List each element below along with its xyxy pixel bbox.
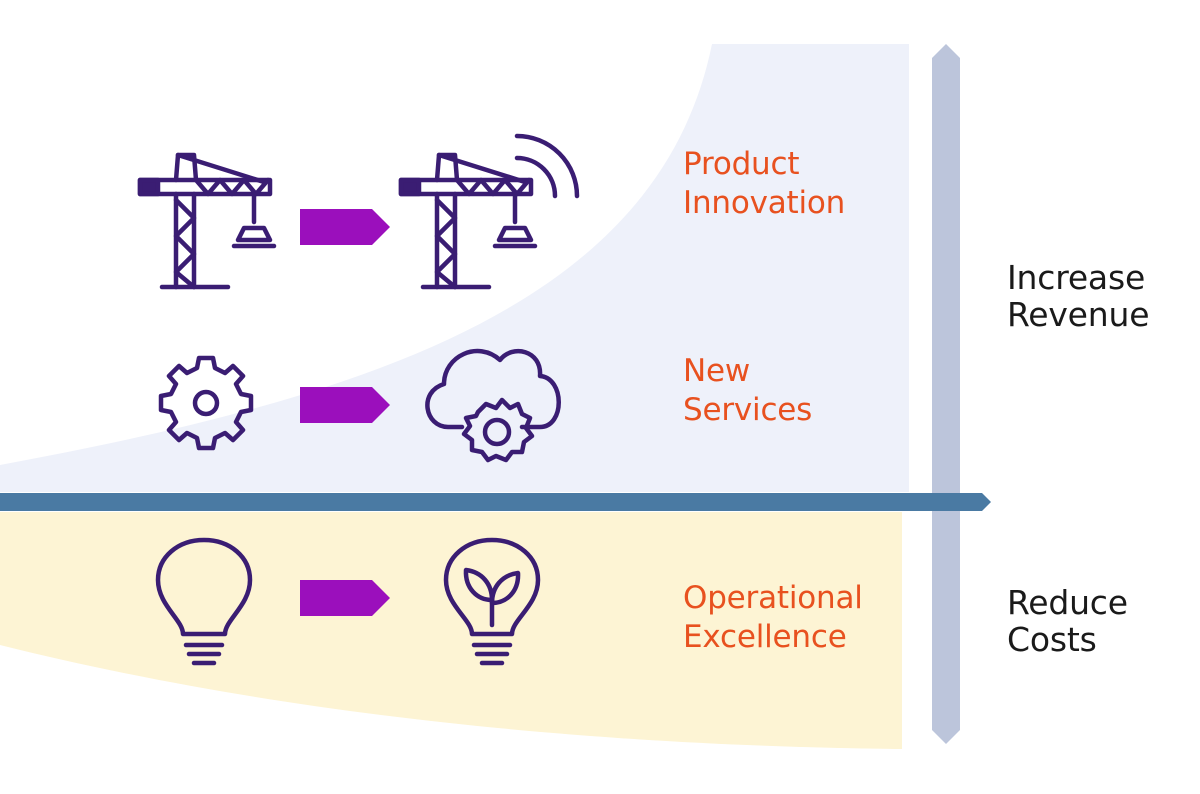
- transition-arrow-1: [300, 209, 390, 245]
- cloud-gear-icon: [425, 348, 561, 463]
- label-new-services: New Services: [683, 352, 812, 430]
- label-line: Product: [683, 146, 800, 182]
- gear-icon: [158, 355, 254, 451]
- label-operational-excellence: Operational Excellence: [683, 579, 863, 657]
- side-label-line: Revenue: [1007, 295, 1150, 334]
- transition-arrow-3: [300, 580, 390, 616]
- label-product-innovation: Product Innovation: [683, 145, 845, 223]
- crane-icon: [137, 152, 277, 290]
- lightbulb-icon: [155, 537, 253, 666]
- horizontal-axis: [0, 493, 991, 511]
- eco-lightbulb-icon: [443, 537, 541, 666]
- label-line: Operational: [683, 580, 863, 616]
- label-line: Services: [683, 392, 813, 428]
- side-label-line: Costs: [1007, 620, 1097, 659]
- revenue-area: [0, 44, 909, 492]
- transition-arrow-2: [300, 387, 390, 423]
- label-line: New: [683, 353, 751, 389]
- cost-area: [0, 512, 902, 749]
- side-label-line: Reduce: [1007, 583, 1128, 622]
- label-line: Excellence: [683, 619, 847, 655]
- side-label-line: Increase: [1007, 258, 1146, 297]
- vertical-axis: [932, 44, 960, 744]
- connected-crane-icon: [398, 133, 580, 290]
- label-reduce-costs: Reduce Costs: [1007, 584, 1128, 658]
- label-increase-revenue: Increase Revenue: [1007, 258, 1150, 334]
- label-line: Innovation: [683, 185, 846, 221]
